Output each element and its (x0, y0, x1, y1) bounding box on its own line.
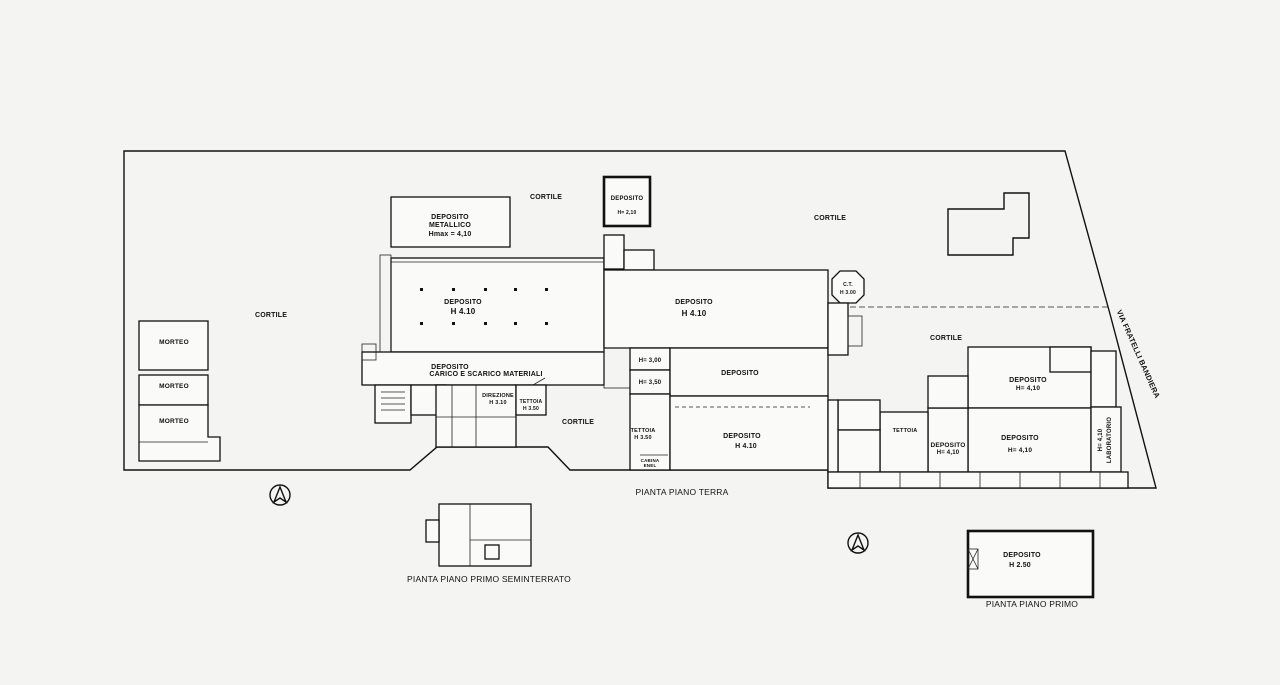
deposito-main (390, 257, 605, 353)
deposito-small-top (602, 175, 652, 228)
courtyard-label: CORTILE (930, 335, 962, 342)
room-label: DEPOSITO (723, 433, 761, 440)
room-label: DEPOSITO (431, 214, 469, 221)
room-label: Hmax = 4,10 (429, 231, 472, 238)
courtyard-label: CORTILE (530, 194, 562, 201)
room-label: H= 2,10 (617, 210, 636, 216)
caption-seminterrato: PIANTA PIANO PRIMO SEMINTERRATO (407, 574, 571, 584)
room-label: H 4.10 (451, 307, 476, 316)
courtyard-label: CORTILE (814, 215, 846, 222)
caption-piano-terra: PIANTA PIANO TERRA (635, 487, 728, 497)
deposito-lower (669, 395, 829, 471)
room-label: MORTEO (159, 383, 189, 390)
column-grid (420, 288, 548, 325)
height-label: H= 3,50 (639, 380, 662, 386)
room-label: TETTOIA (893, 428, 918, 434)
room-label: H= 4,10 (937, 450, 960, 456)
deposito-right-lower (967, 407, 1092, 473)
morteo-building-3 (138, 404, 221, 462)
room-label: H 4.10 (735, 443, 757, 450)
piano-primo-plan (966, 529, 1095, 599)
room-label: MORTEO (159, 418, 189, 425)
room-label: METALLICO (429, 222, 471, 229)
room-label: DIREZIONE (482, 393, 514, 399)
room-label: H 3.50 (523, 406, 539, 412)
street-label: VIA FRATELLI BANDIERA (1115, 308, 1162, 400)
tettoia-small (515, 384, 547, 416)
room-label: DEPOSITO (721, 370, 759, 377)
laboratorio (1090, 406, 1122, 473)
room-label: H= 4,10 (1008, 447, 1033, 454)
room-label: MORTEO (159, 339, 189, 346)
morteo-building-1 (138, 320, 209, 371)
north-arrow-icon (847, 532, 869, 554)
room-label: H= 4,10 (1016, 385, 1041, 392)
room-label: DEPOSITO (1001, 435, 1039, 442)
room-label: H 3.10 (489, 400, 506, 406)
deposito-metallico (390, 196, 511, 248)
room-label: DEPOSITO (675, 299, 713, 306)
outline-building (947, 192, 1030, 256)
room-label: LABORATORIO (1107, 417, 1113, 463)
room-label: H= 4,10 (1098, 428, 1104, 451)
tettoia-right (879, 411, 929, 473)
north-arrow-icon (269, 484, 291, 506)
caption-piano-primo: PIANTA PIANO PRIMO (986, 599, 1078, 609)
ct-room (831, 270, 865, 304)
deposito-center (603, 269, 829, 349)
room-label: TETTOIA (631, 428, 656, 434)
room-label: C.T. (843, 282, 853, 288)
room-label: H 3.50 (634, 435, 651, 441)
courtyard-label: CORTILE (562, 419, 594, 426)
room-label: DEPOSITO (930, 442, 965, 449)
room-label: ENEL (644, 463, 657, 468)
room-label: DEPOSITO (444, 299, 482, 306)
courtyard-label: CORTILE (255, 312, 287, 319)
deposito-carico (361, 351, 605, 386)
room-label: CARICO E SCARICO MATERIALI (429, 371, 542, 378)
deposito-right-small (927, 407, 969, 473)
room-label: H 4.10 (682, 309, 707, 318)
room-label: CABINA (641, 458, 660, 463)
height-label: H= 3,00 (639, 358, 662, 364)
room-label: TETTOIA (520, 399, 543, 405)
room-label: DEPOSITO (611, 196, 644, 202)
room-label: H 2.50 (1009, 562, 1031, 569)
morteo-building-2 (138, 374, 209, 406)
room-label: DEPOSITO (1003, 552, 1041, 559)
room-label: DEPOSITO (1009, 377, 1047, 384)
room-label: DEPOSITO (431, 364, 469, 371)
room-label: H 3.00 (840, 290, 856, 296)
deposito-mid (669, 347, 829, 397)
